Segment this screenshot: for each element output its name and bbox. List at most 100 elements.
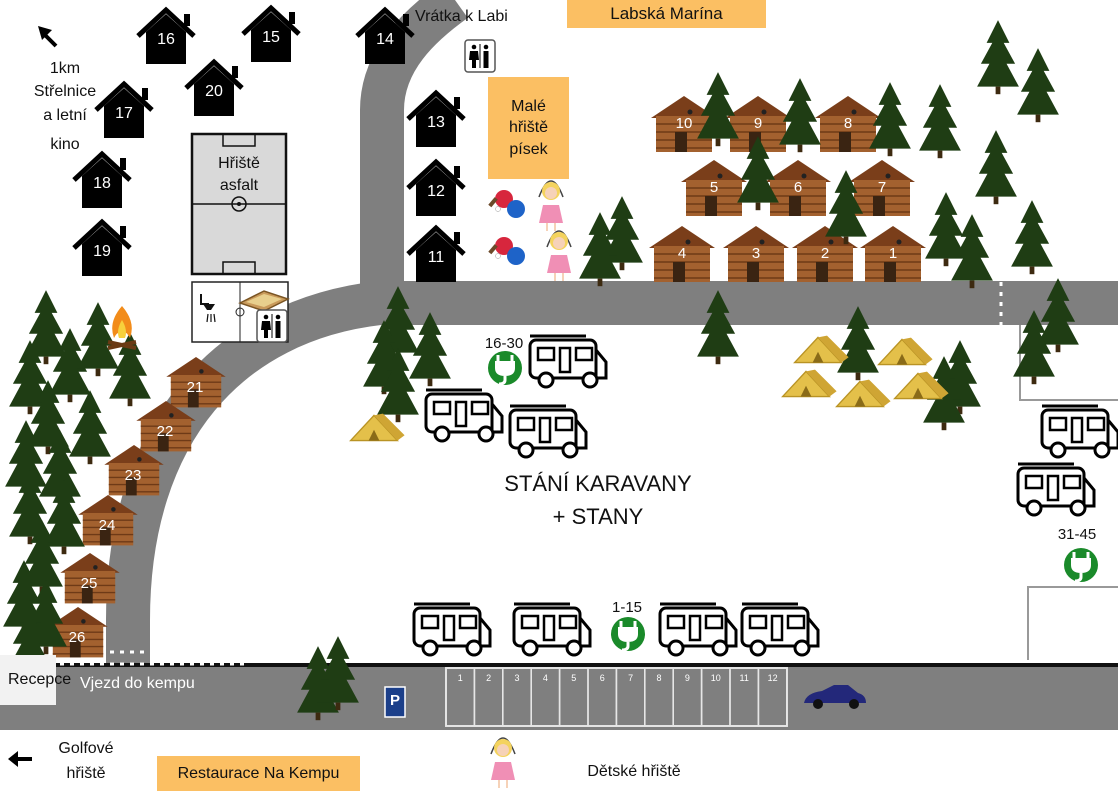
tree-14 xyxy=(1011,200,1053,275)
power-16-30-icon xyxy=(486,349,524,387)
reception-text: Recepce xyxy=(8,671,72,688)
house-number-15: 15 xyxy=(262,29,280,46)
gate-label: Vrátka k Labi xyxy=(415,8,508,25)
parking-spot-number-9: 9 xyxy=(685,673,690,683)
cabin-number-7: 7 xyxy=(878,179,886,196)
parking-spot-number-2: 2 xyxy=(486,673,491,683)
cabin-number-21: 21 xyxy=(187,379,204,396)
parking-spot-number-7: 7 xyxy=(628,673,633,683)
asphalt-court xyxy=(190,132,288,276)
title-main: STÁNÍ KARAVANY xyxy=(504,471,692,496)
shower-icon xyxy=(200,294,216,323)
house-number-20: 20 xyxy=(205,83,223,100)
cabin-number-26: 26 xyxy=(69,629,86,646)
tree-2 xyxy=(1017,48,1059,123)
shooting-line4: kino xyxy=(50,136,79,153)
cabin-number-3: 3 xyxy=(752,245,760,262)
enclosure-right-bottom xyxy=(1027,586,1118,660)
kids-playground-label: Dětské hřiště xyxy=(587,763,680,780)
caravan-5 xyxy=(1016,462,1096,517)
wc-icon-top xyxy=(464,39,496,73)
top-cabins: 10 9 8 5 6 7 4 3 2 1 xyxy=(648,95,927,283)
jump-rope-girl-icon-1 xyxy=(538,180,564,232)
arrow-left-icon xyxy=(8,751,32,767)
wc-icon-facilities xyxy=(256,309,288,343)
parking-icon: P xyxy=(390,692,400,709)
cabin-number-25: 25 xyxy=(81,575,98,592)
restaurant-text: Restaurace Na Kempu xyxy=(177,764,340,782)
court-label-line1: Hřiště xyxy=(218,155,260,172)
restaurant-box: Restaurace Na Kempu xyxy=(157,756,360,791)
cabin-number-10: 10 xyxy=(676,115,693,132)
parking-spot-number-5: 5 xyxy=(571,673,576,683)
house-number-16: 16 xyxy=(157,31,175,48)
cabin-number-4: 4 xyxy=(678,245,686,262)
parking-spot-number-12: 12 xyxy=(768,673,778,683)
cabin-number-24: 24 xyxy=(99,517,116,534)
cabin-number-22: 22 xyxy=(157,423,174,440)
entrance-label: Vjezd do kempu xyxy=(80,675,195,692)
parking-spot-number-4: 4 xyxy=(543,673,548,683)
label-31-45: 31-45 xyxy=(1058,526,1096,543)
cabin-number-2: 2 xyxy=(821,245,829,262)
jump-rope-girl-icon-2 xyxy=(546,230,572,282)
house-number-13: 13 xyxy=(427,114,445,131)
house-number-11: 11 xyxy=(428,249,445,266)
cabin-number-5: 5 xyxy=(710,179,718,196)
golf-line1: Golfové xyxy=(58,740,113,757)
small-playground-box: Malé hřiště písek xyxy=(488,77,569,179)
power-31-45-icon xyxy=(1062,546,1100,584)
cabin-number-9: 9 xyxy=(754,115,762,132)
cabin-number-8: 8 xyxy=(844,115,852,132)
caravan-3 xyxy=(508,404,588,459)
caravan-7 xyxy=(512,602,592,657)
shooting-line3: a letní xyxy=(43,107,87,124)
parking-spot-number-3: 3 xyxy=(514,673,519,683)
pingpong-icon-2 xyxy=(488,236,526,266)
cabin-number-6: 6 xyxy=(794,179,802,196)
tree-8 xyxy=(975,130,1017,205)
label-16-30: 16-30 xyxy=(485,335,523,352)
tent-1 xyxy=(793,334,850,364)
parking-spot-number-8: 8 xyxy=(656,673,661,683)
small-playground-line2: hřiště xyxy=(508,119,549,137)
house-number-18: 18 xyxy=(93,175,111,192)
tree-31 xyxy=(69,390,111,465)
parking-sign: P xyxy=(384,686,406,718)
label-1-15: 1-15 xyxy=(612,599,642,616)
tree-28 xyxy=(77,302,119,377)
parking-spot-12 xyxy=(757,667,788,727)
caravan-2 xyxy=(424,388,504,443)
small-playground-line3: písek xyxy=(509,140,548,158)
caravan-8 xyxy=(658,602,738,657)
parking-spot-number-1: 1 xyxy=(458,673,463,683)
tent-4 xyxy=(835,378,892,408)
arrow-up-left-icon xyxy=(38,26,58,48)
tree-6 xyxy=(919,84,961,159)
jump-rope-girl-icon-3 xyxy=(490,737,516,789)
house-number-12: 12 xyxy=(427,183,445,200)
sandbox-icon xyxy=(238,290,290,312)
cabin-number-1: 1 xyxy=(889,245,897,262)
house-number-17: 17 xyxy=(115,105,133,122)
house-number-14: 14 xyxy=(376,31,394,48)
marina-label: Labská Marína xyxy=(567,0,766,28)
house-number-19: 19 xyxy=(93,243,111,260)
campfire-icon xyxy=(107,306,137,350)
caravan-9 xyxy=(740,602,820,657)
caravan-1 xyxy=(528,334,608,389)
parking-spot-number-6: 6 xyxy=(600,673,605,683)
car-icon xyxy=(804,685,866,709)
title-sub: + STANY xyxy=(553,504,644,529)
shooting-line1: 1km xyxy=(50,60,80,77)
caravan-4 xyxy=(1040,404,1118,459)
reception-box: Recepce xyxy=(0,655,71,705)
court-label-line2: asfalt xyxy=(220,177,259,194)
golf-line2: hřiště xyxy=(66,765,105,782)
black-houses: 16 15 14 20 17 13 18 12 19 11 xyxy=(74,8,464,282)
parking-spot-number-10: 10 xyxy=(711,673,721,683)
tree-1 xyxy=(977,20,1019,95)
